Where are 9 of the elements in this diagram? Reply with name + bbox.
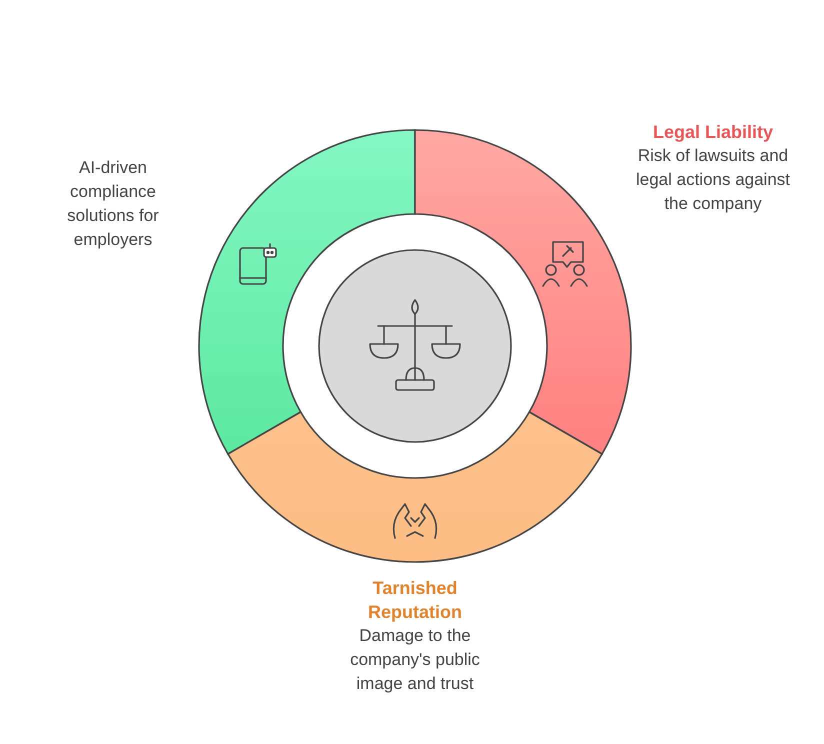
segment-description: Damage to the company's public image and trust [349, 625, 481, 695]
ring-segment [414, 129, 632, 455]
segment-description: Risk of lawsuits and legal actions against the company [634, 145, 792, 215]
ring-segment [227, 411, 603, 562]
center-circle [318, 249, 512, 443]
ring-segment [198, 129, 416, 455]
segment-heading: Legal Liability [652, 121, 774, 144]
segment-heading: Tarnished Reputation [367, 577, 463, 624]
segment-description: AI-driven compliance solutions for employers [66, 157, 160, 251]
